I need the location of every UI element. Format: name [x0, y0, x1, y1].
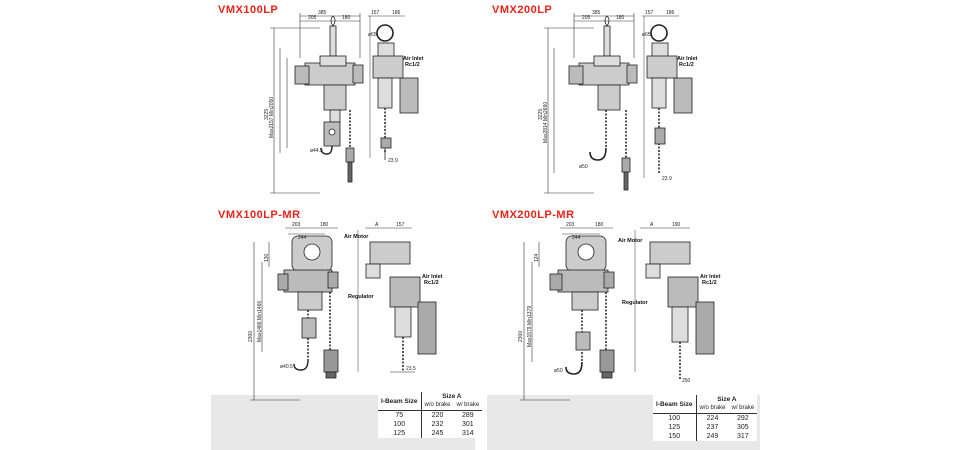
title-vmx100lp-mr: VMX100LP-MR [218, 209, 301, 221]
dim-height-range: Max1486 Min1466 [257, 301, 263, 342]
dim-186: 186 [666, 10, 675, 16]
title-vmx200lp-mr: VMX200LP-MR [492, 209, 575, 221]
col-ibeam-size: I-Beam Size [378, 392, 421, 411]
dim-a: A [650, 222, 654, 228]
col-size-a: Size A [420, 392, 483, 401]
dim-height-range: Max2814 Min2660 [543, 102, 549, 143]
cell-with-brake: 314 [462, 430, 474, 437]
dim-bottom-dia: ø50 [554, 368, 563, 374]
inlet-spec-label: Rc1/2 [702, 280, 717, 286]
cell-ibeam: 125 [393, 430, 406, 437]
dim-180: 180 [342, 15, 351, 21]
dim-190: 190 [672, 222, 681, 228]
cell-without-brake: 224 [695, 413, 729, 423]
col-with-brake: w/ brake [728, 404, 758, 414]
inlet-spec-label: Rc1/2 [405, 62, 420, 68]
regulator-label: Regulator [348, 294, 375, 300]
dim-180: 180 [595, 222, 604, 228]
dim-23-9: 23.9 [662, 176, 672, 182]
dim-244: 244 [298, 235, 307, 241]
dim-130: 130 [264, 253, 270, 262]
dim-244: 244 [572, 235, 581, 241]
dim-157: 157 [371, 10, 380, 16]
cell-without-brake: 249 [695, 432, 729, 441]
col-with-brake: w/ brake [453, 401, 483, 411]
cell-with-brake: 292 [737, 415, 749, 422]
diagram-vmx100lp: 385 205 180 157 186 ø65 Air Inlet Rc1/2 … [264, 10, 424, 194]
cell-without-brake: 220 [420, 410, 454, 420]
table-row: 100 232 301 [378, 420, 482, 429]
air-inlet-label: Air Inlet [422, 274, 443, 280]
dim-385: 385 [318, 10, 327, 16]
col-size-a: Size A [695, 395, 758, 404]
table-row: 100 224 292 [653, 413, 757, 423]
dim-203: 203 [292, 222, 301, 228]
diagram-vmx200lp: 385 205 180 157 186 ø65 Air Inlet Rc1/2 … [538, 10, 698, 194]
dim-bottom-dia: ø40.5 [280, 364, 293, 370]
inlet-spec-label: Rc1/2 [424, 280, 439, 286]
title-vmx200lp: VMX200LP [492, 4, 553, 16]
table-row: 150 249 317 [653, 432, 757, 441]
size-table-vmx100lp-mr: I-Beam Size Size A w/o brake w/ brake 75… [378, 392, 483, 438]
dim-203: 203 [566, 222, 575, 228]
table-row: 75 220 289 [378, 410, 482, 420]
cell-ibeam: 100 [393, 421, 406, 428]
regulator-label: Regulator [622, 300, 649, 306]
cell-ibeam: 100 [668, 415, 681, 422]
air-inlet-label: Air Inlet [677, 56, 698, 62]
dim-205: 205 [582, 15, 591, 21]
dim-250: 250 [682, 378, 691, 384]
dim-total-height: 2300 [248, 331, 254, 342]
col-ibeam-size: I-Beam Size [653, 395, 696, 414]
cell-with-brake: 305 [737, 424, 749, 431]
inlet-spec-label: Rc1/2 [679, 62, 694, 68]
air-motor-label: Air Motor [618, 238, 643, 244]
dim-180: 180 [320, 222, 329, 228]
dim-157: 157 [645, 10, 654, 16]
title-vmx100lp: VMX100LP [218, 4, 279, 16]
dim-205: 205 [308, 15, 317, 21]
col-without-brake: w/o brake [420, 401, 454, 411]
dim-total-height: 2300 [518, 331, 524, 342]
table-row: 125 245 314 [378, 429, 482, 438]
air-motor-label: Air Motor [344, 234, 369, 240]
dim-height-range: Max2157 Min2050 [269, 97, 275, 138]
dim-23-9: 23.9 [388, 158, 398, 164]
table-row: 125 237 305 [653, 423, 757, 432]
cell-ibeam: 125 [668, 424, 681, 431]
air-inlet-label: Air Inlet [700, 274, 721, 280]
cell-ibeam: 75 [395, 412, 404, 419]
dim-23-5: 23.5 [406, 366, 416, 372]
dim-hook-dia: ø65 [642, 32, 651, 38]
dim-total-height: 3225 [538, 109, 544, 120]
dim-157: 157 [396, 222, 405, 228]
dim-bottom-dia: ø50 [579, 164, 588, 170]
dim-180: 180 [616, 15, 625, 21]
diagram-vmx100lp-mr: 203 180 244 A 157 Air Motor Air Inlet Rc… [248, 222, 443, 401]
dim-186: 186 [392, 10, 401, 16]
col-without-brake: w/o brake [695, 404, 729, 414]
dim-height-range: Max1579 Min1379 [527, 306, 533, 347]
dim-124: 124 [534, 253, 540, 262]
dim-385: 385 [592, 10, 601, 16]
dim-bottom-dia: ø44.5 [310, 148, 323, 154]
dim-a: A [375, 222, 379, 228]
diagram-vmx200lp-mr: 203 180 244 A 190 Air Motor Air Inlet Rc… [518, 222, 721, 401]
cell-with-brake: 289 [462, 412, 474, 419]
dim-hook-dia: ø65 [368, 32, 377, 38]
cell-with-brake: 301 [462, 421, 474, 428]
cell-without-brake: 237 [695, 423, 729, 432]
cell-with-brake: 317 [737, 433, 749, 440]
air-inlet-label: Air Inlet [403, 56, 424, 62]
size-table-vmx200lp-mr: I-Beam Size Size A w/o brake w/ brake 10… [653, 395, 758, 441]
cell-without-brake: 245 [420, 429, 454, 438]
cell-without-brake: 232 [420, 420, 454, 429]
cell-ibeam: 150 [668, 433, 681, 440]
dim-total-height: 3225 [264, 109, 270, 120]
